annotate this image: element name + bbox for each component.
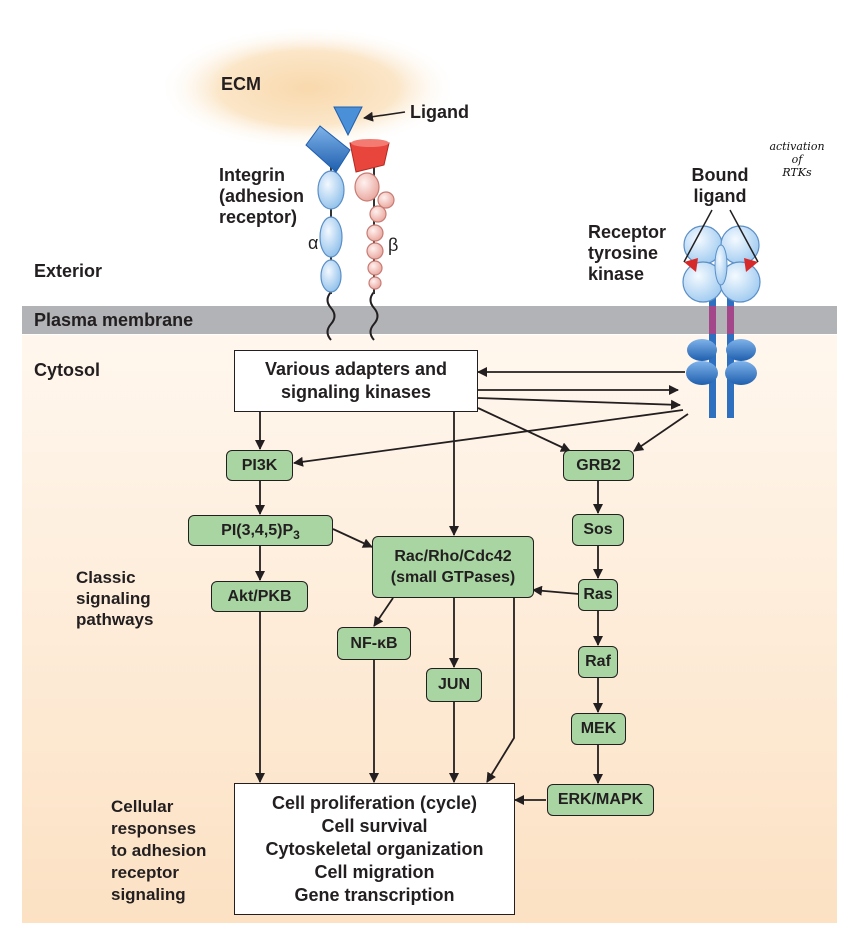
node-pi3k: PI3K [226, 450, 293, 481]
node-rac-rho-cdc42: Rac/Rho/Cdc42(small GTPases) [372, 536, 534, 598]
arrow-rtk-to-grb2 [633, 413, 689, 452]
outcome-item: Gene transcription [294, 884, 455, 905]
plasma-membrane [22, 306, 837, 334]
ecm-region [158, 26, 458, 150]
alpha-label: α [308, 233, 319, 253]
outcome-item: Cell migration [314, 861, 435, 882]
arrow-ras-to-rac [532, 585, 580, 596]
cytosol-label: Cytosol [34, 360, 101, 380]
beta-label: β [388, 235, 399, 255]
arrow-adapters-to-grb2 [477, 407, 571, 452]
arrow-adapters-to-rtk-2 [477, 397, 681, 410]
node-raf: Raf [578, 646, 618, 678]
exterior-label: Exterior [34, 261, 103, 281]
plasma-membrane-label: Plasma membrane [34, 310, 194, 330]
node-mek: MEK [571, 713, 626, 745]
node-grb2: GRB2 [563, 450, 634, 481]
integrin-receptor [305, 106, 406, 341]
arrow-rac-to-outcomes [486, 598, 515, 783]
node-ras: Ras [578, 579, 618, 611]
ecm-label: ECM [221, 74, 261, 94]
receptor-tyrosine-kinase [682, 209, 761, 418]
arrow-rac-to-nfkb [373, 597, 394, 627]
outcome-item: Cell proliferation (cycle) [271, 792, 478, 813]
arrow-rtk-to-pi3k [293, 409, 684, 467]
node-jun: JUN [426, 668, 482, 702]
node-akt-pkb: Akt/PKB [211, 581, 308, 612]
arrow-pip3-to-rac [332, 528, 373, 548]
outcomes-box: Cell proliferation (cycle) Cell survival… [234, 783, 515, 915]
node-sos: Sos [572, 514, 624, 546]
node-erk-mapk: ERK/MAPK [547, 784, 654, 816]
node-nf-kb: NF-κB [337, 627, 411, 660]
outcome-item: Cell survival [321, 815, 428, 836]
outcome-item: Cytoskeletal organization [265, 838, 484, 859]
ligand-label: Ligand [410, 102, 469, 122]
